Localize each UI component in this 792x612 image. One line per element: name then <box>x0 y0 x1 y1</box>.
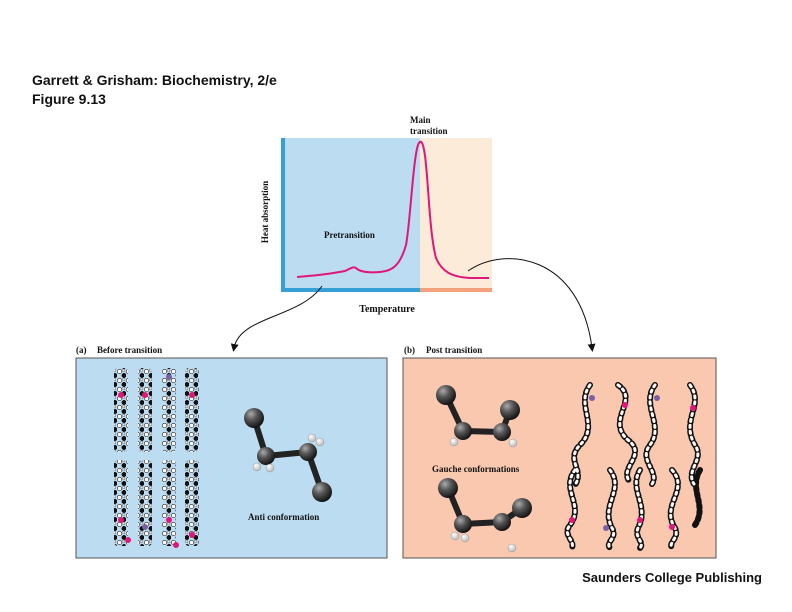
figure-source: Garrett & Grisham: Biochemistry, 2/e <box>32 72 277 88</box>
publisher-credit: Saunders College Publishing <box>582 570 762 585</box>
panel-a-title: Before transition <box>97 345 162 355</box>
anti-conformation-label: Anti conformation <box>248 512 319 522</box>
y-axis-label: Heat absorption <box>260 181 270 243</box>
x-axis-bar-blue <box>281 288 420 292</box>
arrow-to-after <box>467 258 596 352</box>
x-axis-bar-orange <box>420 288 492 292</box>
panel-a-letter: (a) <box>76 345 87 355</box>
disordered-lipid-bilayer <box>564 382 703 551</box>
ordered-lipid-bilayer <box>114 368 199 548</box>
arrow-to-before <box>230 285 323 352</box>
gauche-conformation-molecule-top <box>436 385 520 448</box>
phase-transition-graph: Heat absorption Temperature Main transit… <box>260 115 492 315</box>
heat-absorption-curve <box>296 140 489 279</box>
gauche-conformations-label: Gauche conformations <box>432 464 520 474</box>
main-transition-label-2: transition <box>410 126 448 136</box>
figure-number: Figure 9.13 <box>32 91 106 107</box>
anti-conformation-molecule <box>244 408 332 502</box>
pretransition-label: Pretransition <box>324 230 375 240</box>
y-axis-bar <box>281 138 285 292</box>
gauche-conformation-molecule-bottom <box>438 478 532 553</box>
main-transition-label-1: Main <box>410 115 431 125</box>
x-axis-label: Temperature <box>359 304 415 315</box>
panel-b-letter: (b) <box>404 345 415 355</box>
panel-b-title: Post transition <box>426 345 482 355</box>
